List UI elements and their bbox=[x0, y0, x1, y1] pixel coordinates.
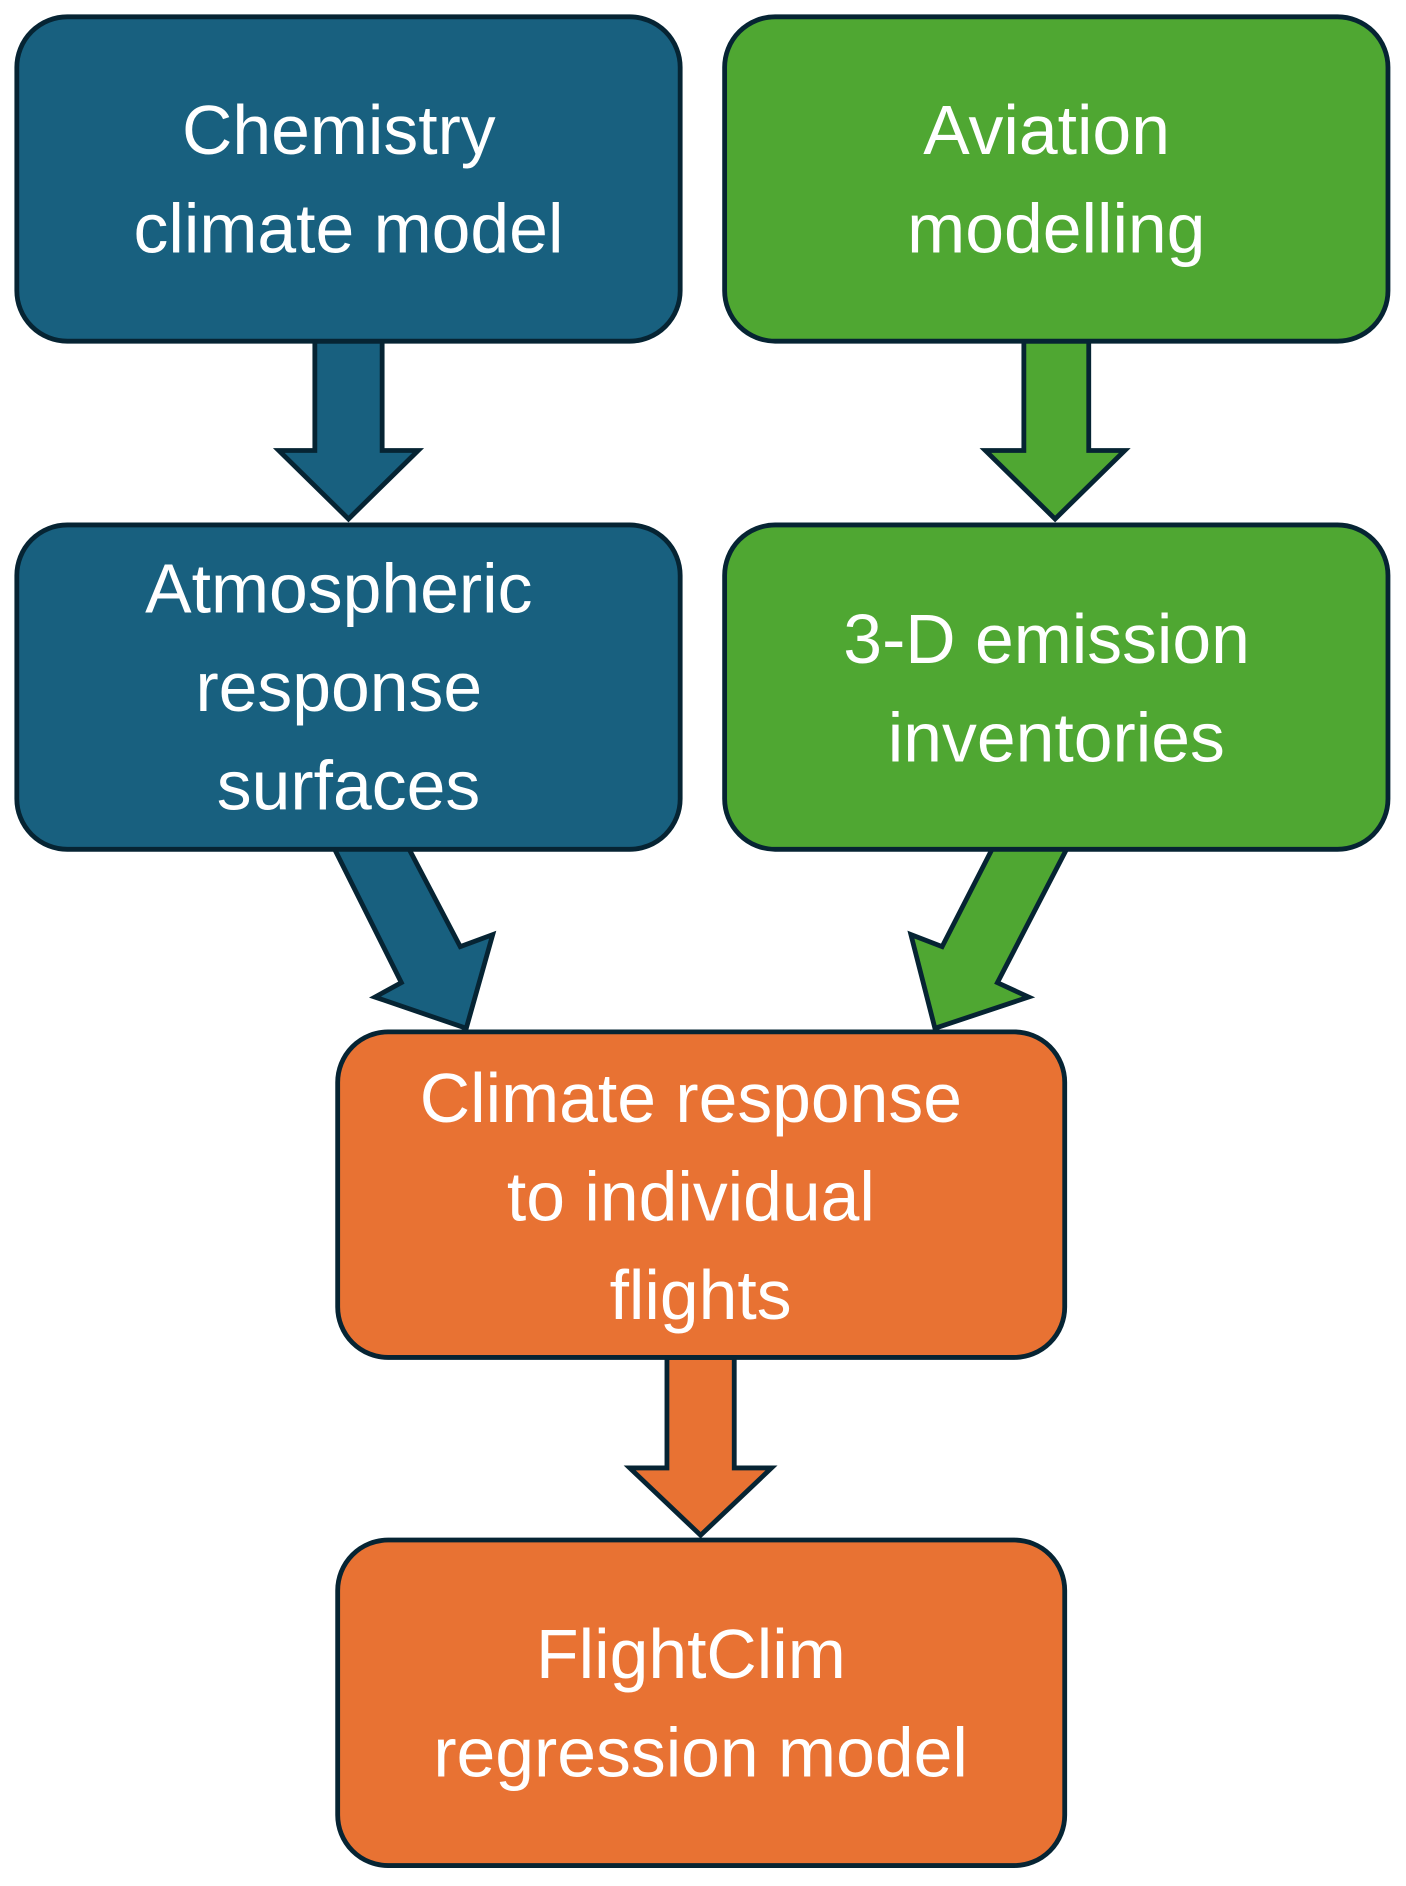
node-label: Atmospheric response surfaces bbox=[145, 550, 552, 825]
node-label: Chemistry climate model bbox=[134, 91, 564, 267]
node-label: FlightClim regression model bbox=[433, 1615, 968, 1791]
node-chemistry-climate-model: Chemistry climate model bbox=[14, 14, 683, 344]
node-aviation-modelling: Aviation modelling bbox=[722, 14, 1391, 344]
arrow-aviation-to-emission bbox=[979, 338, 1131, 523]
node-label: Climate response to individual flights bbox=[420, 1059, 982, 1334]
arrow-atmos-to-climate bbox=[330, 845, 497, 1032]
node-climate-response-individual-flights: Climate response to individual flights bbox=[335, 1029, 1068, 1360]
node-3d-emission-inventories: 3-D emission inventories bbox=[722, 522, 1391, 852]
arrow-climate-to-flightclim bbox=[623, 1355, 778, 1539]
node-flightclim-regression-model: FlightClim regression model bbox=[335, 1537, 1068, 1868]
node-label: Aviation modelling bbox=[907, 91, 1205, 267]
node-atmospheric-response-surfaces: Atmospheric response surfaces bbox=[14, 522, 683, 852]
node-label: 3-D emission inventories bbox=[843, 600, 1269, 776]
arrow-emission-to-climate bbox=[907, 845, 1072, 1032]
arrow-chem-to-atmos bbox=[272, 338, 425, 523]
